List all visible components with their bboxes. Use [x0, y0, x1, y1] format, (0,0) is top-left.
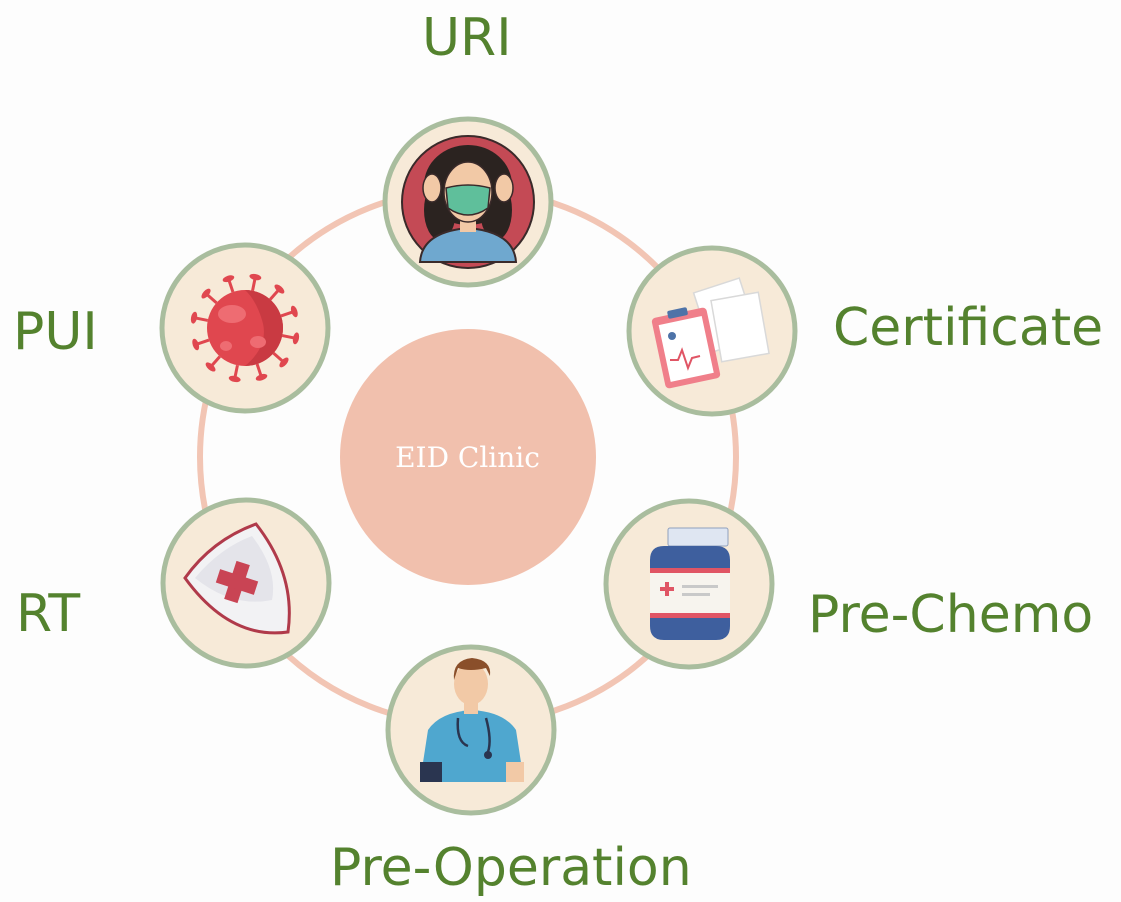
virus-spike [205, 292, 218, 304]
node-pre-operation [385, 644, 557, 816]
node-certificate [626, 245, 798, 417]
masked-person-icon [401, 135, 535, 269]
node-label-pui: PUI [13, 302, 98, 362]
node-pui [159, 242, 331, 414]
shield-cross-icon [183, 522, 291, 635]
virus-spike [209, 355, 221, 368]
node-label-uri: URI [422, 8, 512, 68]
node-label-pre-chemo: Pre-Chemo [808, 585, 1094, 645]
node-label-pre-operation: Pre-Operation [330, 838, 692, 898]
node-pre-chemo [603, 498, 775, 670]
virus-spike [193, 316, 209, 322]
center-hub-label: EID Clinic [395, 441, 540, 474]
center-hub [340, 329, 596, 585]
virus-spike [255, 363, 263, 378]
virus-spike [272, 352, 285, 364]
virus-spike [227, 278, 235, 293]
virus-spike [251, 276, 257, 292]
doctor-icon [420, 658, 524, 782]
virus-spike [269, 288, 281, 301]
virus-spike [280, 310, 295, 318]
medical-documents-icon [651, 277, 770, 389]
medicine-bottle-icon [650, 527, 730, 640]
virus-spike [195, 338, 210, 346]
node-label-certificate: Certificate [833, 298, 1104, 358]
virus-icon [190, 273, 300, 383]
node-rt [160, 497, 332, 669]
virus-spike [233, 364, 239, 380]
virus-spike [281, 334, 297, 340]
node-uri [382, 116, 554, 288]
node-label-rt: RT [16, 584, 81, 644]
